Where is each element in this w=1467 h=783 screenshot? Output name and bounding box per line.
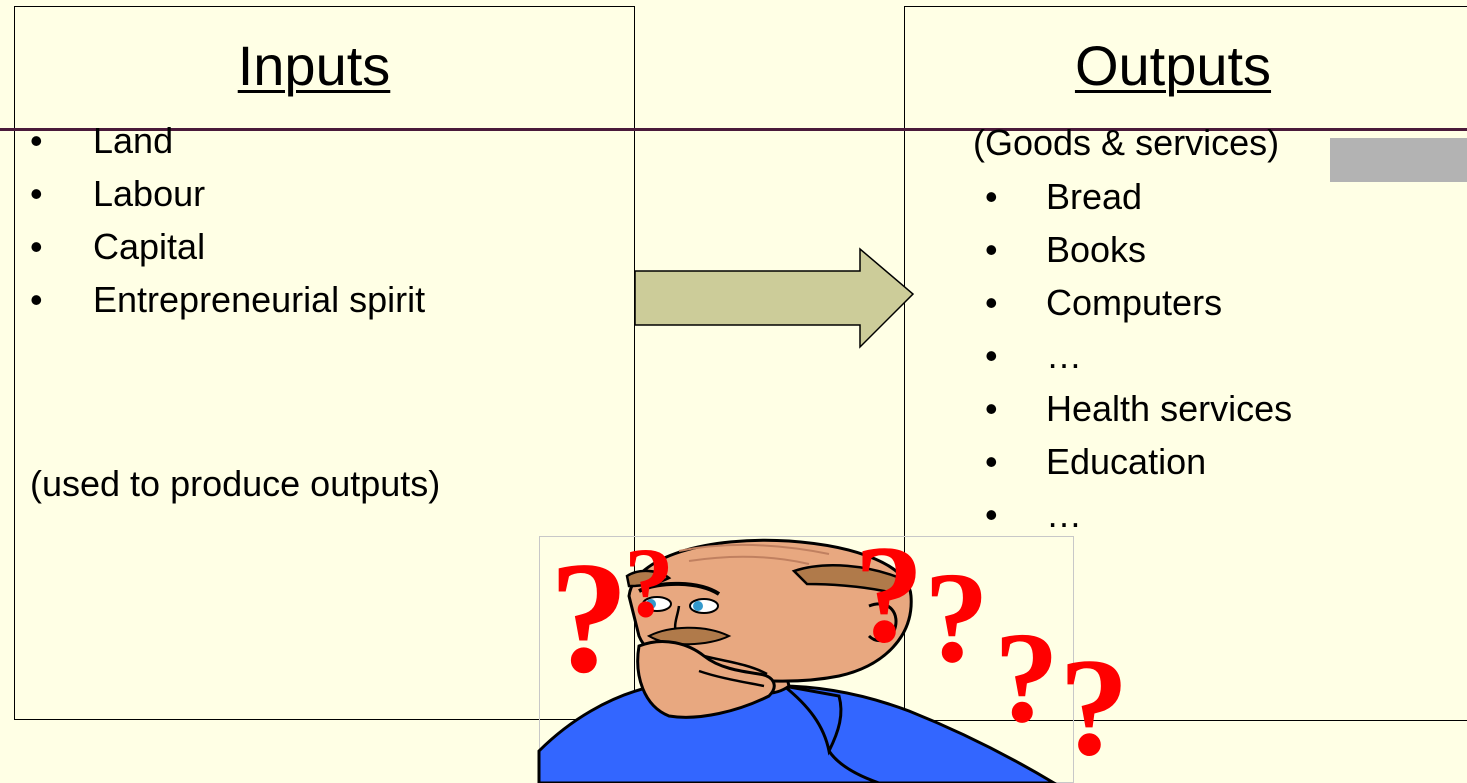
list-item: • Education: [985, 444, 1405, 497]
question-mark-3: ?: [854, 517, 924, 672]
grey-bar: [1330, 138, 1467, 182]
list-item: • Land: [30, 123, 620, 176]
inputs-note: (used to produce outputs): [30, 466, 440, 502]
list-item: • Bread: [985, 179, 1405, 232]
question-mark-4: ?: [924, 546, 989, 690]
list-item: • Capital: [30, 229, 620, 282]
inputs-heading: Inputs: [14, 38, 614, 94]
list-item: • Entrepreneurial spirit: [30, 282, 620, 335]
outputs-heading: Outputs: [963, 38, 1383, 94]
question-mark-6: ?: [1059, 630, 1129, 783]
question-mark-5: ?: [994, 606, 1059, 750]
question-mark-1: ?: [549, 528, 629, 706]
list-item: • …: [985, 338, 1405, 391]
thinking-man-clipart: ? ? ? ? ? ?: [539, 536, 1074, 783]
outputs-list: • Bread • Books • Computers • … • Health…: [985, 179, 1405, 550]
list-item: • Labour: [30, 176, 620, 229]
list-item: • Books: [985, 232, 1405, 285]
question-mark-2: ?: [624, 527, 674, 638]
list-item: • Health services: [985, 391, 1405, 444]
list-item: • Computers: [985, 285, 1405, 338]
right-arrow-icon: [630, 245, 920, 355]
outputs-subtitle: (Goods & services): [973, 125, 1279, 161]
inputs-list: • Land • Labour • Capital • Entrepreneur…: [30, 123, 620, 335]
